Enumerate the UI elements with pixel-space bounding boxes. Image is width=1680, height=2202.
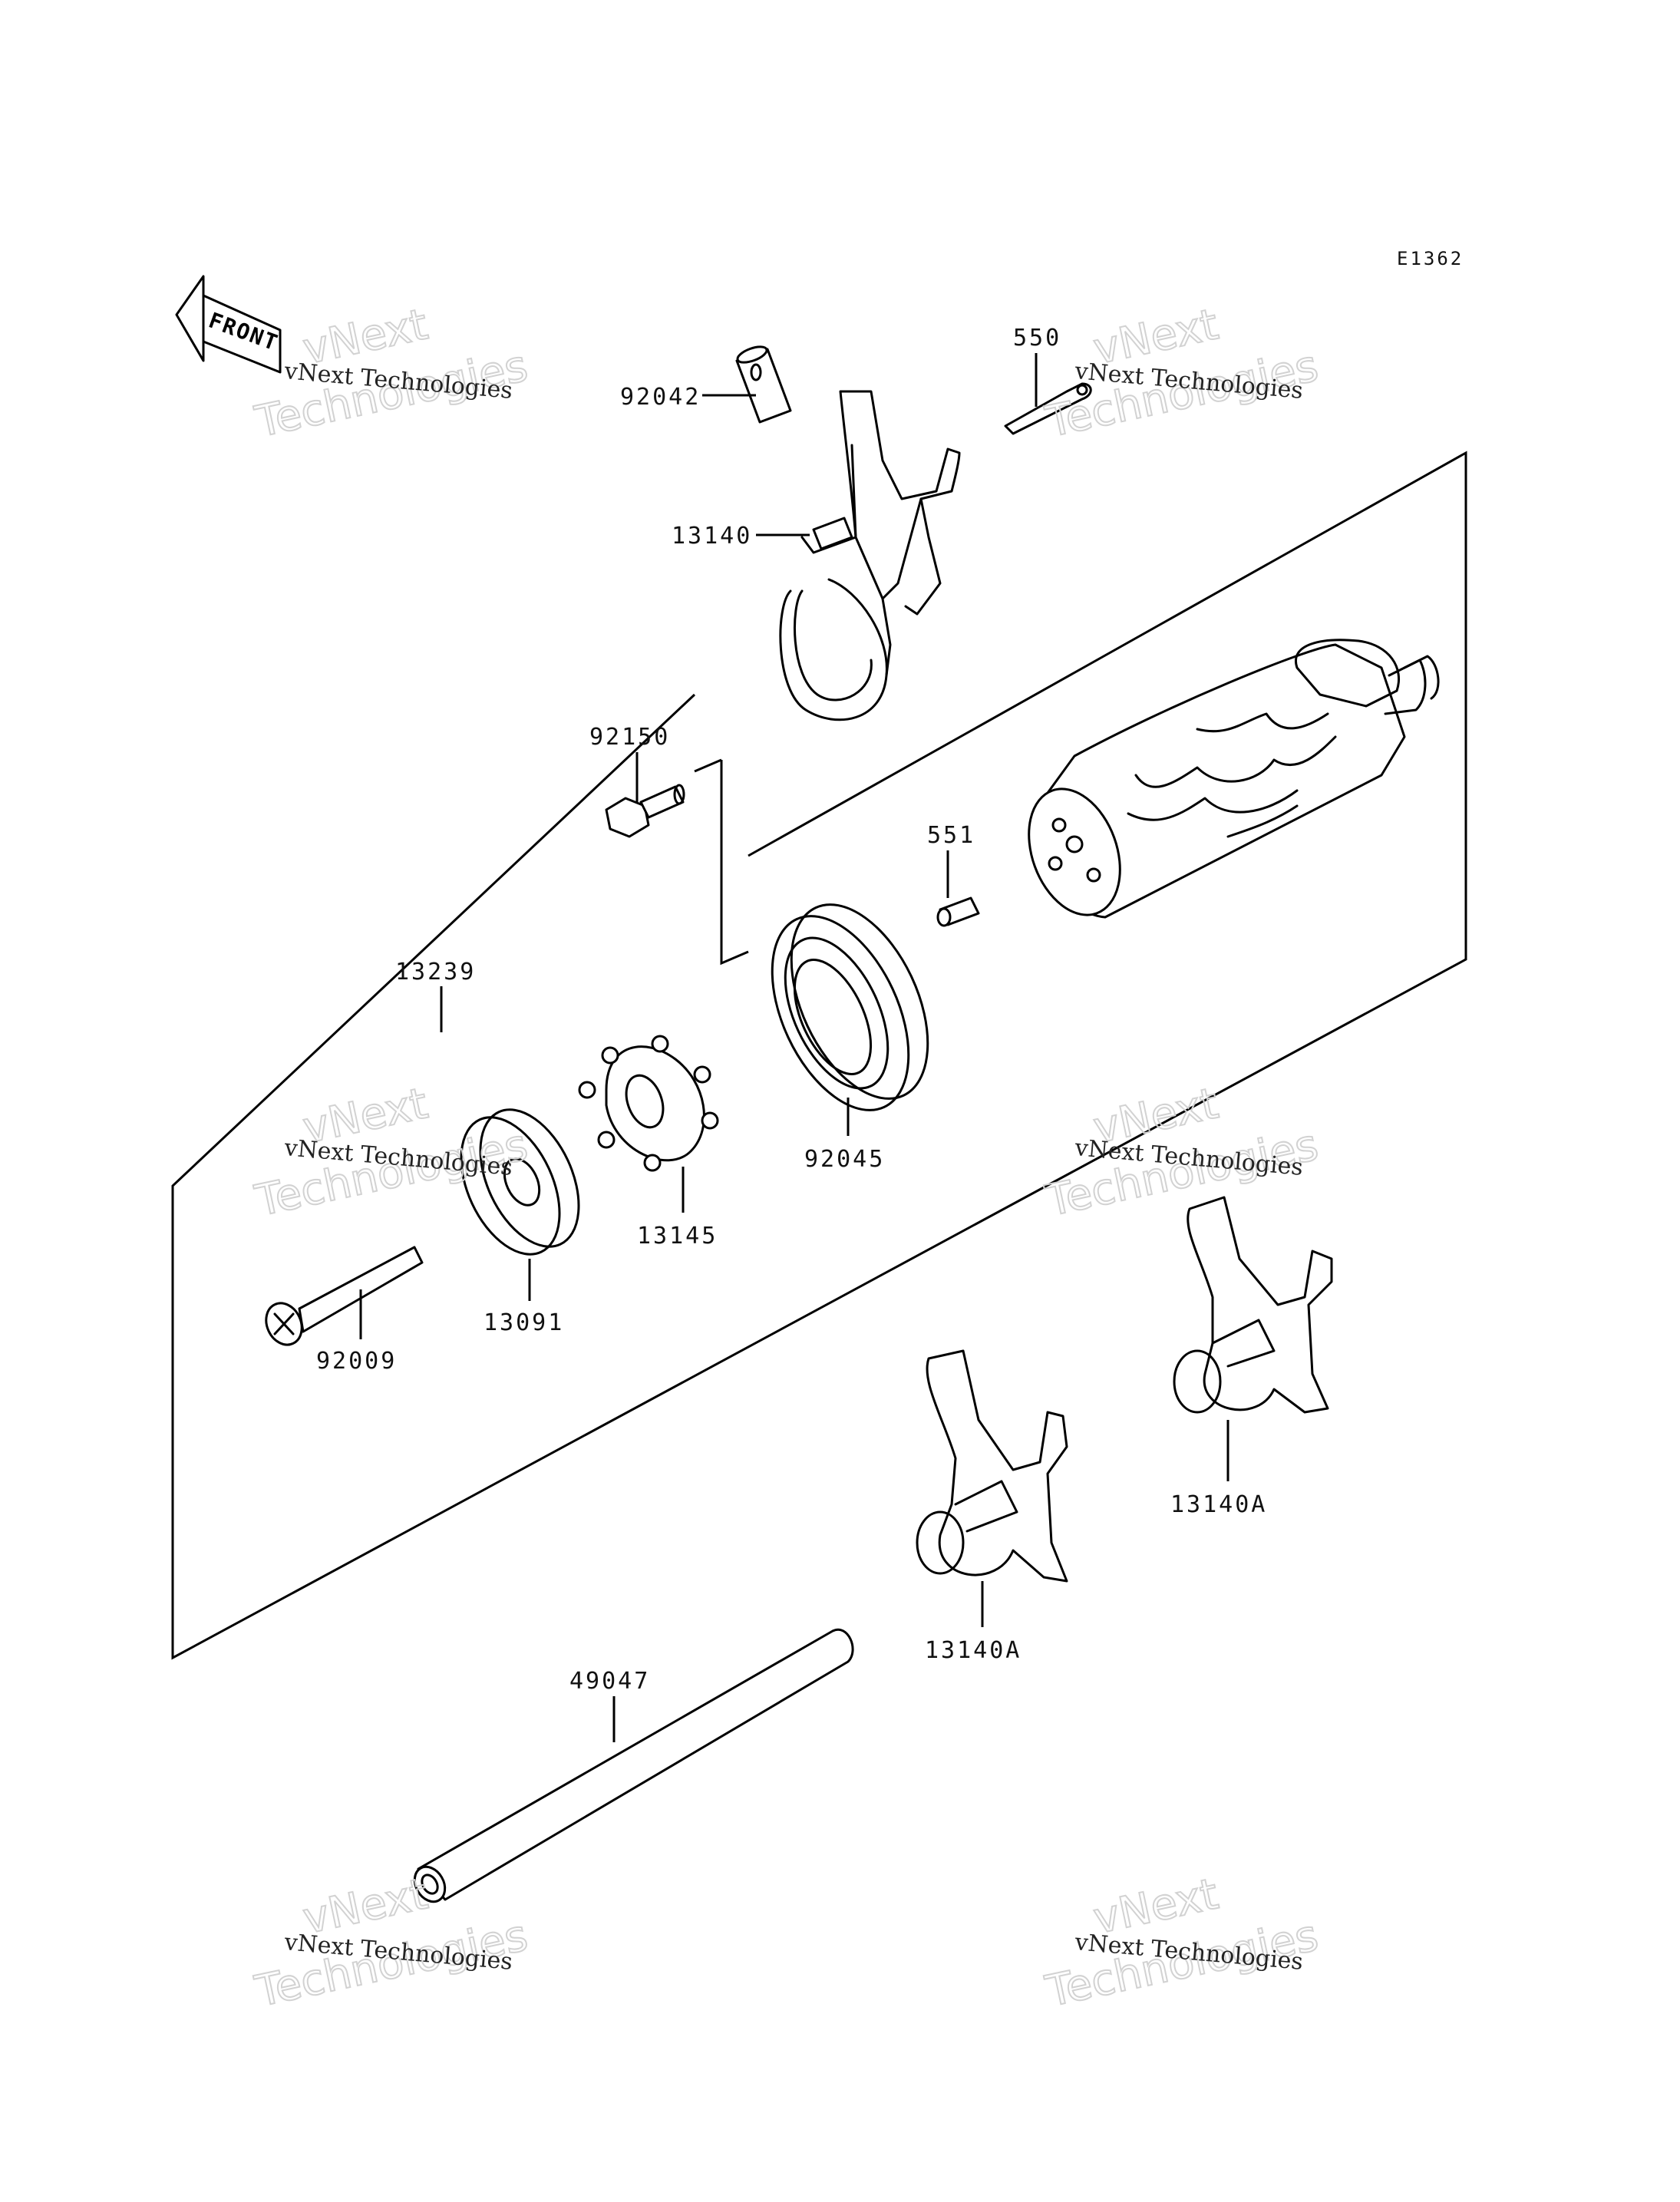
label-13239: 13239 bbox=[395, 959, 476, 985]
diagram-code: E1362 bbox=[1397, 248, 1464, 269]
label-13145: 13145 bbox=[637, 1223, 718, 1250]
shift-fork-13140a-right bbox=[1173, 1196, 1333, 1414]
label-13140: 13140 bbox=[672, 523, 752, 550]
label-92045: 92045 bbox=[804, 1146, 885, 1173]
plate-13091 bbox=[460, 1108, 580, 1256]
label-92009: 92009 bbox=[316, 1348, 397, 1375]
label-49047: 49047 bbox=[569, 1668, 650, 1695]
dowel-pin-551 bbox=[936, 896, 980, 927]
shift-fork-13140 bbox=[779, 390, 961, 721]
label-92042: 92042 bbox=[620, 384, 701, 411]
shift-fork-13140a-left bbox=[916, 1349, 1068, 1583]
assembly-outline-13239 bbox=[171, 451, 1467, 1660]
watermark-bottom-right: vNext Technologies bbox=[1041, 1868, 1323, 2018]
label-13091: 13091 bbox=[484, 1309, 564, 1336]
shaft-49047 bbox=[413, 1628, 854, 1903]
label-550: 550 bbox=[1013, 325, 1061, 352]
label-13140a-left: 13140A bbox=[925, 1637, 1022, 1664]
label-551: 551 bbox=[927, 822, 975, 849]
bolt-92150 bbox=[605, 784, 685, 838]
watermark-top-right: vNext Technologies bbox=[1041, 299, 1323, 448]
label-92150: 92150 bbox=[589, 724, 670, 751]
roll-pin-92042 bbox=[735, 345, 792, 424]
screw-92009 bbox=[265, 1246, 424, 1346]
leader-lines bbox=[359, 353, 1229, 1742]
bearing-92045 bbox=[771, 903, 929, 1111]
label-13140a-right: 13140A bbox=[1170, 1491, 1267, 1518]
shift-drum bbox=[1028, 639, 1440, 919]
drum-stopper-13145 bbox=[578, 1035, 719, 1172]
front-arrow-icon: FRONT bbox=[175, 275, 282, 374]
watermark-top-left: vNext Technologies bbox=[250, 299, 533, 448]
cotter-pin-550 bbox=[1004, 382, 1092, 435]
callout-labels: 92042 550 13140 92150 551 13239 92045 13… bbox=[316, 325, 1267, 1695]
